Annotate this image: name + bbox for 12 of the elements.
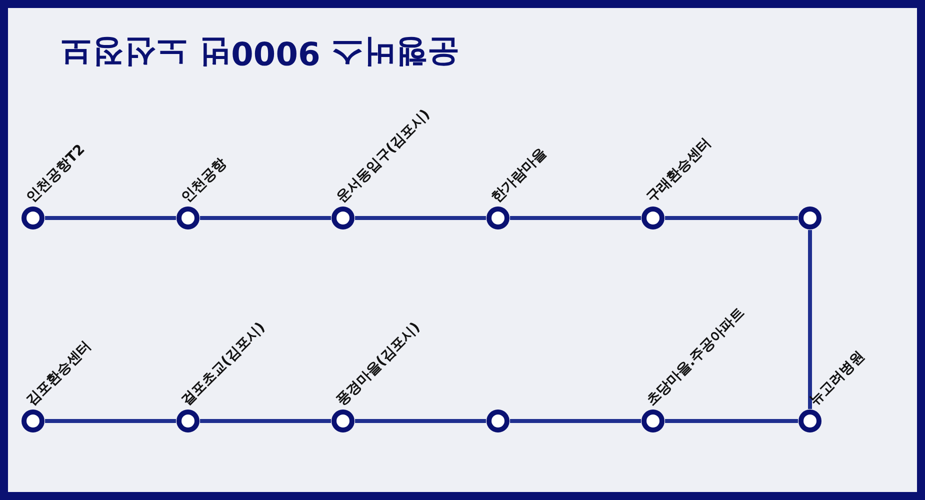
route-line	[808, 230, 812, 409]
route-line	[200, 216, 331, 220]
route-line	[510, 419, 641, 423]
route-line	[200, 419, 331, 423]
route-line	[665, 419, 798, 423]
route-line	[45, 419, 176, 423]
route-line	[510, 216, 641, 220]
route-line	[355, 419, 486, 423]
route-line	[45, 216, 176, 220]
route-line	[665, 216, 798, 220]
route-line	[355, 216, 486, 220]
title: 운행버스 9000번 노선정보	[60, 33, 460, 74]
